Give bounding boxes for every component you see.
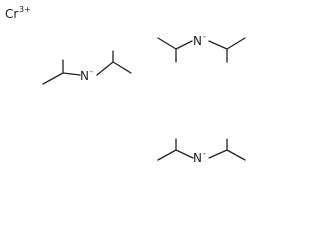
anion-1-bonds [42, 50, 132, 85]
diisopropylamide-anion-3: N - [157, 138, 246, 165]
anion-1-charge: - [90, 67, 93, 76]
diisopropylamide-anion-2: N - [157, 32, 246, 63]
diisopropylamide-anion-1: N - [42, 50, 132, 85]
anion-2-nitrogen: N [193, 34, 202, 48]
anion-1-nitrogen: N [80, 69, 89, 83]
structure-canvas: Cr 3+ N - N - N - [5, 5, 246, 165]
cation-charge: 3+ [19, 5, 31, 14]
cation-symbol: Cr [5, 7, 18, 21]
anion-3-charge: - [203, 149, 206, 158]
chromium-cation: Cr 3+ [5, 5, 31, 21]
anion-3-nitrogen: N [193, 151, 202, 165]
anion-2-bonds [157, 37, 246, 63]
anion-3-bonds [157, 138, 246, 161]
anion-2-charge: - [203, 32, 206, 41]
